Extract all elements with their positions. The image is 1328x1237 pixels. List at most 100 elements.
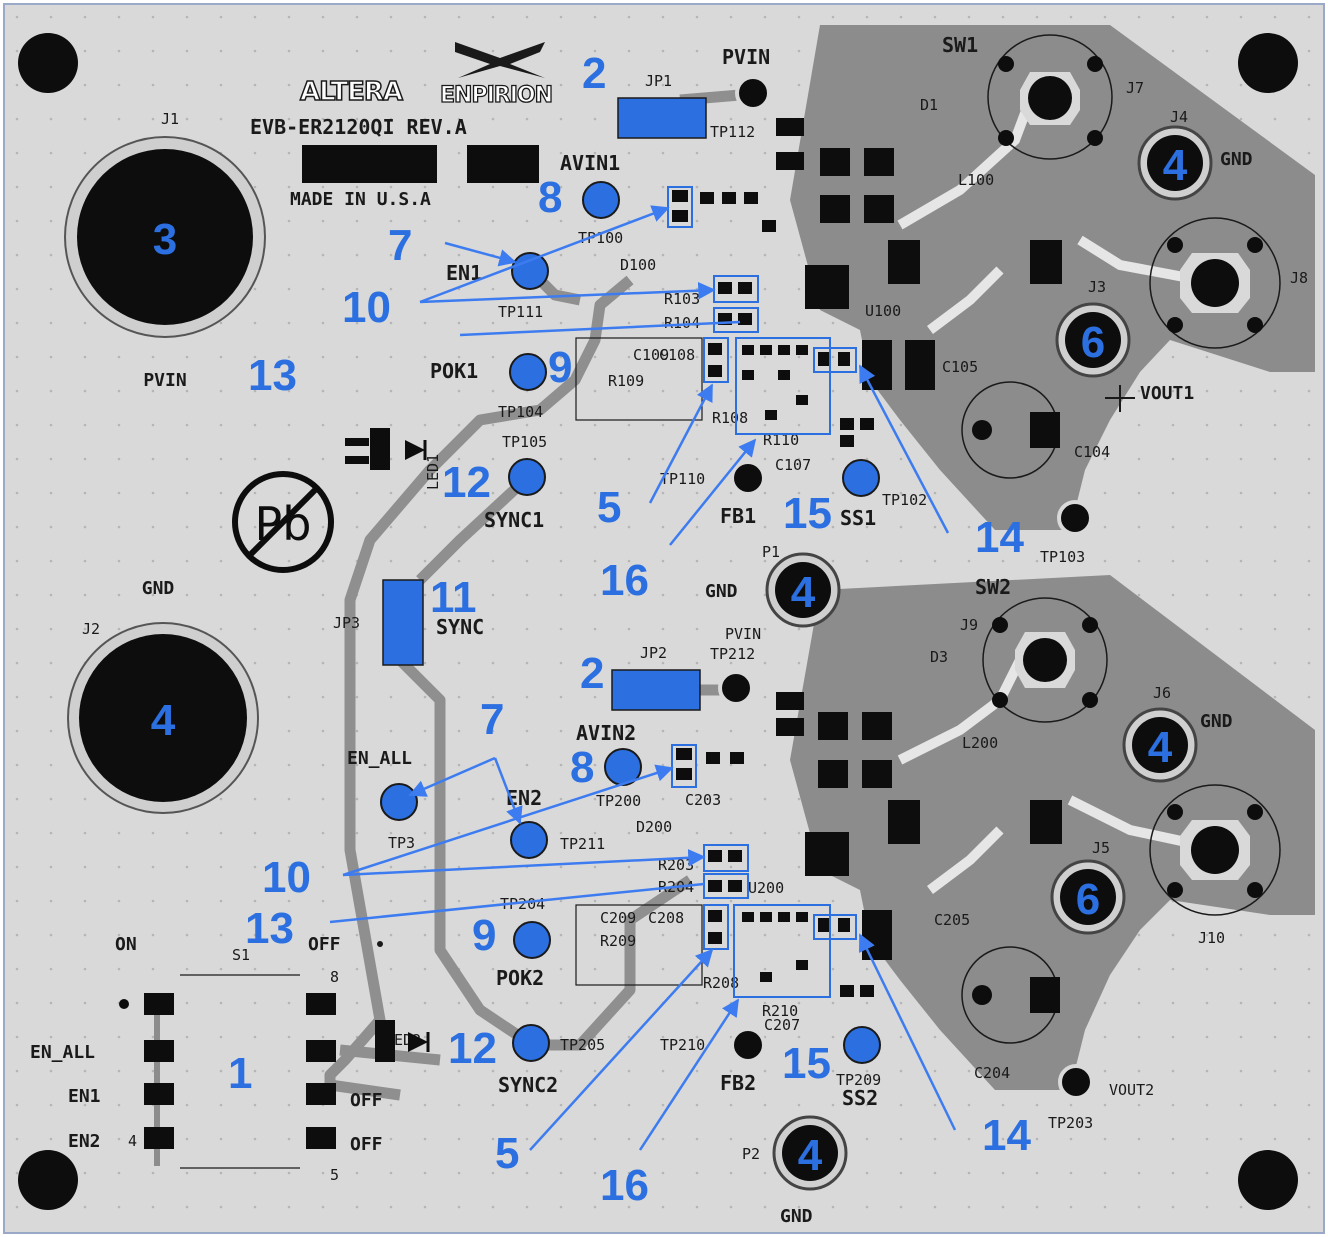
tp-en-all[interactable] xyxy=(380,783,418,821)
jumper-jp3[interactable] xyxy=(382,579,424,666)
svg-text:TP210: TP210 xyxy=(660,1036,705,1054)
mounting-hole xyxy=(18,33,78,93)
jumper-jp1[interactable] xyxy=(617,97,707,139)
dip-row-en1: EN1 xyxy=(68,1086,101,1107)
tp-vout2[interactable] xyxy=(1058,1064,1094,1100)
svg-text:16: 16 xyxy=(600,1161,649,1210)
dip-pad xyxy=(306,1040,336,1062)
svg-text:14: 14 xyxy=(975,513,1024,562)
svg-text:ENPIRION: ENPIRION xyxy=(440,83,552,108)
svg-text:C104: C104 xyxy=(1074,443,1110,461)
svg-text:8: 8 xyxy=(538,173,562,222)
svg-text:C204: C204 xyxy=(974,1064,1010,1082)
svg-text:D200: D200 xyxy=(636,818,672,836)
svg-text:C208: C208 xyxy=(648,909,684,927)
tp-pok1[interactable] xyxy=(509,353,547,391)
tp-en2[interactable] xyxy=(510,821,548,859)
svg-text:J4: J4 xyxy=(1170,108,1188,126)
svg-text:4: 4 xyxy=(128,1132,137,1150)
svg-text:C205: C205 xyxy=(934,911,970,929)
svg-text:J6: J6 xyxy=(1153,684,1171,702)
svg-text:D3: D3 xyxy=(930,648,948,666)
svg-text:SYNC1: SYNC1 xyxy=(484,508,544,532)
svg-text:POK2: POK2 xyxy=(496,966,544,990)
svg-text:U100: U100 xyxy=(865,302,901,320)
tp-pvin1[interactable] xyxy=(735,75,771,111)
svg-text:13: 13 xyxy=(245,904,294,953)
tp-pok2[interactable] xyxy=(513,921,551,959)
tp-sync2[interactable] xyxy=(512,1024,550,1062)
svg-text:J8: J8 xyxy=(1290,269,1308,287)
svg-text:J9: J9 xyxy=(960,616,978,634)
svg-text:AVIN2: AVIN2 xyxy=(576,721,636,745)
tp-fb1[interactable] xyxy=(730,460,766,496)
svg-text:R110: R110 xyxy=(763,431,799,449)
svg-text:OFF: OFF xyxy=(350,1134,383,1155)
tp-fb2[interactable] xyxy=(730,1027,766,1063)
svg-text:10: 10 xyxy=(262,853,311,902)
svg-text:SS2: SS2 xyxy=(842,1086,878,1110)
svg-text:6: 6 xyxy=(1081,318,1105,367)
svg-text:2: 2 xyxy=(582,49,606,98)
svg-text:VOUT2: VOUT2 xyxy=(1109,1081,1154,1099)
svg-text:TP104: TP104 xyxy=(498,403,543,421)
svg-text:11: 11 xyxy=(430,573,477,622)
svg-text:TP110: TP110 xyxy=(660,470,705,488)
svg-text:P1: P1 xyxy=(762,543,780,561)
banana-jack-j10: J10 xyxy=(1149,784,1281,947)
dip-row-en2: EN2 xyxy=(68,1131,101,1152)
svg-text:R109: R109 xyxy=(608,372,644,390)
svg-text:R203: R203 xyxy=(658,856,694,874)
tp-ss1[interactable] xyxy=(842,459,880,497)
j2-ref: J2 xyxy=(82,620,100,638)
dip-pad xyxy=(144,1083,174,1105)
tp-vout1[interactable] xyxy=(1057,500,1093,536)
mounting-hole xyxy=(1238,1150,1298,1210)
svg-text:OFF: OFF xyxy=(350,1090,383,1111)
jumper-jp2[interactable] xyxy=(611,669,701,711)
svg-text:16: 16 xyxy=(600,556,649,605)
svg-text:15: 15 xyxy=(782,1039,831,1088)
svg-text:5: 5 xyxy=(597,483,621,532)
svg-text:12: 12 xyxy=(442,458,491,507)
tp-ss2[interactable] xyxy=(843,1026,881,1064)
callout-3: 3 xyxy=(153,215,177,264)
svg-text:C107: C107 xyxy=(775,456,811,474)
svg-text:POK1: POK1 xyxy=(430,359,478,383)
svg-text:AVIN1: AVIN1 xyxy=(560,151,620,175)
highlight-boxes xyxy=(667,186,857,998)
svg-text:4: 4 xyxy=(798,1131,823,1180)
svg-text:TP105: TP105 xyxy=(502,433,547,451)
svg-text:4: 4 xyxy=(1148,723,1173,772)
svg-text:C105: C105 xyxy=(942,358,978,376)
svg-text:L100: L100 xyxy=(958,171,994,189)
post-p2: 4 P2 GND xyxy=(742,1115,848,1227)
svg-text:J3: J3 xyxy=(1088,278,1106,296)
post-j3: 6 J3 VOUT1 xyxy=(1055,278,1194,404)
svg-text:TP211: TP211 xyxy=(560,835,605,853)
svg-text:J10: J10 xyxy=(1198,929,1225,947)
svg-text:13: 13 xyxy=(248,351,297,400)
callout-4: 4 xyxy=(151,696,176,745)
svg-text:SS1: SS1 xyxy=(840,506,876,530)
tp-pvin2[interactable] xyxy=(718,670,754,706)
pb-free-mark: Pb xyxy=(232,471,334,573)
mounting-hole xyxy=(1238,33,1298,93)
svg-text:S1: S1 xyxy=(232,946,250,964)
svg-text:TP204: TP204 xyxy=(500,895,545,913)
svg-text:2: 2 xyxy=(580,649,604,698)
tp-en1[interactable] xyxy=(511,252,549,290)
svg-text:JP1: JP1 xyxy=(645,72,672,90)
pads-channel2 xyxy=(676,692,1062,997)
output-cap-c204 xyxy=(961,946,1060,1044)
svg-text:SYNC: SYNC xyxy=(436,615,484,639)
tp-sync1[interactable] xyxy=(508,458,546,496)
dip-pad xyxy=(144,1127,174,1149)
svg-text:C109: C109 xyxy=(633,346,669,364)
tp-avin1[interactable] xyxy=(582,181,620,219)
svg-text:TP100: TP100 xyxy=(578,229,623,247)
connector-j2: 4 J2 GND xyxy=(67,578,259,814)
en-all-tp: TP3 xyxy=(388,834,415,852)
svg-text:8: 8 xyxy=(330,968,339,986)
svg-text:TP205: TP205 xyxy=(560,1036,605,1054)
